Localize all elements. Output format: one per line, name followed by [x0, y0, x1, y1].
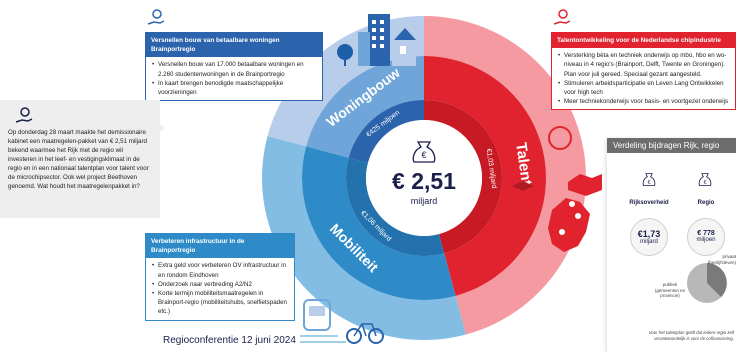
- money-bag-icon: €: [642, 173, 656, 186]
- list-item: In kaart brengen benodigde maatschappeli…: [152, 79, 316, 97]
- distribution-panel: Verdeling bijdragen Rijk, regio € € Rijk…: [607, 138, 736, 352]
- woningbouw-bullets: Versnellen bouw van 17.000 betaalbare wo…: [146, 57, 322, 100]
- regio-unit: miljoen: [696, 237, 716, 243]
- svg-text:€: €: [647, 180, 651, 186]
- hand-money-icon: [15, 107, 33, 123]
- distribution-panel-title: Verdeling bijdragen Rijk, regio: [607, 138, 736, 153]
- pie-label-private: privaat (bedrijfsleven): [707, 254, 736, 265]
- intro-text: Op donderdag 28 maart maakte het demissi…: [8, 129, 149, 190]
- footer-caption: Regioconferentie 12 juni 2024: [163, 335, 296, 346]
- woningbouw-infobox: Versnellen bouw van betaalbare woningen …: [145, 32, 323, 102]
- handshake-icon: [568, 174, 602, 196]
- graduation-icon: [512, 181, 534, 202]
- total-amount-unit: miljard: [410, 196, 438, 206]
- rijksoverheid-amount: €1,73: [637, 229, 661, 239]
- regio-amount-circle: € 778 miljoen: [687, 218, 725, 256]
- money-bag-icon: €: [412, 141, 436, 163]
- intro-callout: Op donderdag 28 maart maakte het demissi…: [0, 100, 160, 218]
- rijksoverheid-label: Rijksoverheid: [629, 200, 669, 206]
- infrastructuur-infobox-title: Verbeteren infrastructuur in de Brainpor…: [146, 234, 294, 259]
- rijksoverheid-unit: miljard: [640, 239, 658, 245]
- money-bag-icon: €: [698, 173, 712, 186]
- panel-footnote: Voor het talentplan geldt dat iedere reg…: [648, 330, 734, 341]
- list-item: Meer techniekonderwijs voor basis- en vo…: [558, 97, 729, 106]
- list-item: Onderzoek naar verbreding A2/N2: [152, 280, 288, 289]
- microchip-icon: [548, 126, 572, 150]
- list-item: Versnellen bouw van 17.000 betaalbare wo…: [152, 60, 316, 78]
- infrastructuur-bullets: Extra geld voor verbeteren OV infrastruc…: [146, 258, 294, 319]
- netherlands-map-icon: [548, 198, 590, 252]
- list-item: Versterking bèta en techniek onderwijs o…: [558, 51, 729, 79]
- total-amount: € 2,51: [392, 168, 456, 194]
- talent-bullets: Versterking bèta en techniek onderwijs o…: [552, 48, 735, 109]
- regio-split-pie: [687, 263, 727, 303]
- mobiliteit-outer-ring: [261, 136, 466, 340]
- regio-amount: € 778: [697, 230, 715, 237]
- infrastructuur-infobox: Verbeteren infrastructuur in de Brainpor…: [145, 233, 295, 321]
- woningbouw-ring: [306, 55, 424, 158]
- regio-label: Regio: [697, 200, 715, 206]
- svg-text:€: €: [703, 180, 707, 186]
- woningbouw-amount-ring: [348, 100, 424, 163]
- list-item: Extra geld voor verbeteren OV infrastruc…: [152, 261, 288, 279]
- bicycle-icon: [346, 323, 384, 344]
- list-item: Korte termijn mobiliteitsmaatregelen in …: [152, 289, 288, 317]
- talent-amount-ring: [424, 100, 503, 254]
- wheel-center: [366, 120, 482, 236]
- woningbouw-infobox-title: Versnellen bouw van betaalbare woningen …: [146, 33, 322, 58]
- hand-money-icon: [553, 9, 571, 25]
- rijksoverheid-amount-circle: €1,73 miljard: [630, 218, 668, 256]
- talent-label: Talent: [512, 142, 535, 187]
- city-buildings-icon: [358, 14, 416, 66]
- talent-outer-ring: [424, 16, 587, 335]
- tree-icon: [337, 44, 353, 66]
- bus-icon: [303, 299, 331, 331]
- hand-money-icon: [147, 9, 165, 25]
- callout-tail: [155, 120, 165, 136]
- talent-infobox-title: Talentontwikkeling voor de Nederlandse c…: [552, 33, 735, 49]
- road-lines-icon: [300, 335, 346, 343]
- svg-text:€: €: [421, 150, 426, 160]
- talent-ring: [424, 56, 546, 296]
- talent-infobox: Talentontwikkeling voor de Nederlandse c…: [551, 32, 736, 111]
- mobiliteit-amount-ring: [346, 157, 445, 256]
- list-item: Stimuleren arbeidsparticipatie en Leven …: [558, 79, 729, 97]
- mobiliteit-ring: [301, 146, 456, 300]
- pie-label-public: publiek (gemeenten en provincie): [654, 282, 686, 298]
